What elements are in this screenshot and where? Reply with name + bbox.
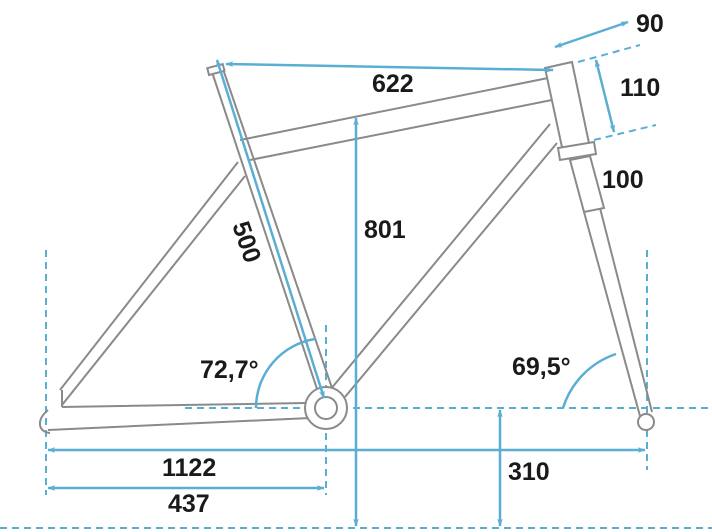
top-tube-label: 622 [372, 70, 414, 98]
bottom-bracket-inner [314, 396, 338, 420]
fork-leg [583, 207, 653, 417]
head-tube-arrow [594, 59, 616, 133]
down-tube [329, 123, 558, 398]
headset [556, 140, 598, 162]
fork-crown [568, 154, 606, 214]
seat-stay [59, 161, 246, 406]
head-angle-label: 69,5° [512, 353, 571, 381]
head-tube [543, 60, 592, 154]
top-tube-arrow [225, 61, 554, 73]
chainstay [47, 402, 311, 431]
head-tube-label: 110 [620, 74, 660, 102]
fork-label: 100 [602, 166, 644, 194]
stack-label: 801 [364, 216, 406, 244]
chainstay-label: 437 [168, 490, 210, 518]
seat-angle-arc [254, 337, 316, 409]
rear-dropout [39, 409, 51, 434]
head-angle-arc [561, 352, 617, 409]
seat-angle-label: 72,7° [200, 356, 259, 384]
head-top-guide [577, 44, 641, 63]
stem-arrow [554, 20, 629, 49]
bottom-bracket [304, 386, 348, 430]
front-dropout [637, 413, 655, 431]
labels: 622 500 801 90 110 100 72,7° 69,5° 1122 … [162, 10, 664, 518]
bb-height-label: 310 [508, 458, 550, 486]
stem-label: 90 [636, 10, 664, 38]
seat-tube-label: 500 [226, 218, 266, 267]
head-bottom-guide [593, 124, 657, 141]
wheelbase-label: 1122 [162, 454, 216, 482]
dimensions [47, 20, 646, 527]
